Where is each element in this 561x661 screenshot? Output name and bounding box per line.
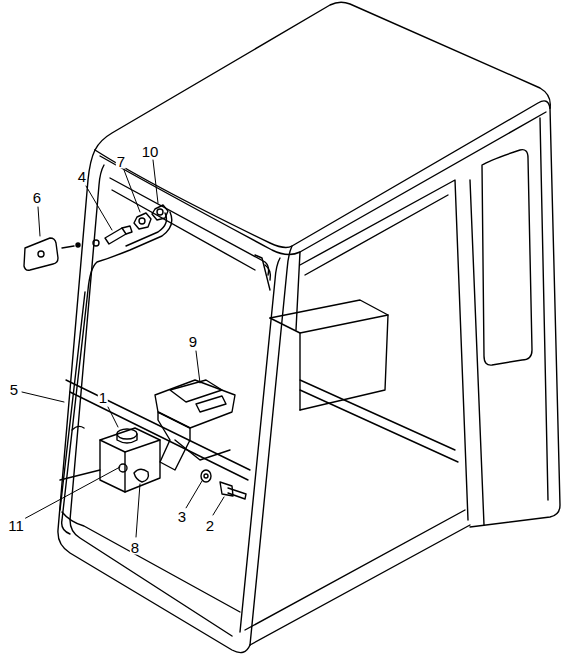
callout-number: 6 bbox=[32, 190, 42, 205]
callout-number: 10 bbox=[141, 144, 160, 159]
callout-number: 11 bbox=[7, 518, 25, 533]
callout-number: 1 bbox=[98, 390, 108, 405]
callout-number: 8 bbox=[130, 540, 140, 555]
callout-number: 3 bbox=[177, 509, 187, 524]
callout-number: 2 bbox=[205, 518, 215, 533]
callout-number: 4 bbox=[77, 169, 87, 184]
callout-number: 5 bbox=[9, 382, 19, 397]
callout-number: 9 bbox=[188, 334, 198, 349]
callout-number: 7 bbox=[116, 154, 126, 169]
